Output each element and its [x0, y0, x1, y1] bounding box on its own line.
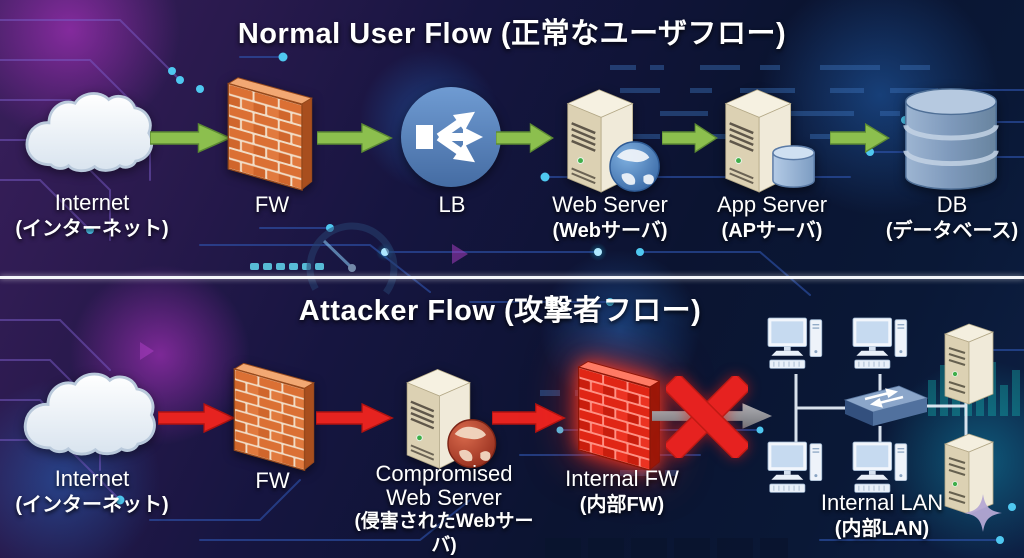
- lan-switch-icon: [843, 385, 929, 426]
- node-label-internal-lan: Internal LAN (内部LAN): [820, 490, 944, 540]
- flow-arrow-green-icon: [317, 122, 393, 154]
- node-label-fw: FW: [254, 192, 290, 217]
- compromised-web-server-icon: [406, 368, 497, 469]
- internal-lan-icon: [767, 317, 995, 514]
- gauge-decoration: [306, 222, 398, 314]
- node-label-internal-fw: Internal FW (内部FW): [565, 466, 679, 516]
- firewall-icon: [227, 77, 313, 191]
- node-label-fw: FW: [255, 468, 290, 493]
- flow-arrow-green-icon: [496, 122, 554, 154]
- database-icon: [903, 88, 999, 190]
- node-label-web-server: Web Server (Webサーバ): [552, 192, 668, 242]
- node-label-compromised-web-server: Compromised Web Server (侵害されたWebサーバ): [354, 461, 534, 557]
- app-server-icon: [724, 89, 815, 193]
- flow-arrow-green-icon: [830, 122, 890, 154]
- flow-arrow-green-icon: [150, 122, 232, 154]
- flow-arrow-red-icon: [158, 402, 236, 434]
- desktop-pc-icon: [767, 317, 908, 493]
- node-label-app-server: App Server (APサーバ): [716, 192, 828, 242]
- internal-firewall-icon: [577, 361, 661, 472]
- cloud-icon: [25, 92, 154, 173]
- node-label-internet: Internet (インターネット): [15, 466, 169, 516]
- node-label-lb: LB: [438, 192, 466, 217]
- normal-flow-title: Normal User Flow (正常なユーザフロー): [237, 18, 787, 50]
- flow-arrow-red-icon: [492, 402, 566, 434]
- tower-server-icon: [943, 323, 995, 405]
- flow-arrow-green-icon: [662, 122, 718, 154]
- sparkle-icon: [964, 494, 1002, 532]
- lan-cables: [794, 374, 968, 444]
- tower-server-icon: [943, 433, 995, 514]
- web-server-icon: [566, 89, 660, 193]
- cloud-icon: [23, 372, 156, 456]
- blocked-cross-icon: [666, 376, 748, 458]
- section-divider: [0, 276, 1024, 279]
- node-label-internet: Internet (インターネット): [15, 190, 169, 240]
- flow-arrow-red-icon: [316, 402, 394, 434]
- load-balancer-icon: [401, 87, 501, 187]
- firewall-icon: [233, 362, 315, 472]
- attacker-flow-title: Attacker Flow (攻撃者フロー): [298, 295, 702, 327]
- node-label-db: DB (データベース): [885, 192, 1019, 242]
